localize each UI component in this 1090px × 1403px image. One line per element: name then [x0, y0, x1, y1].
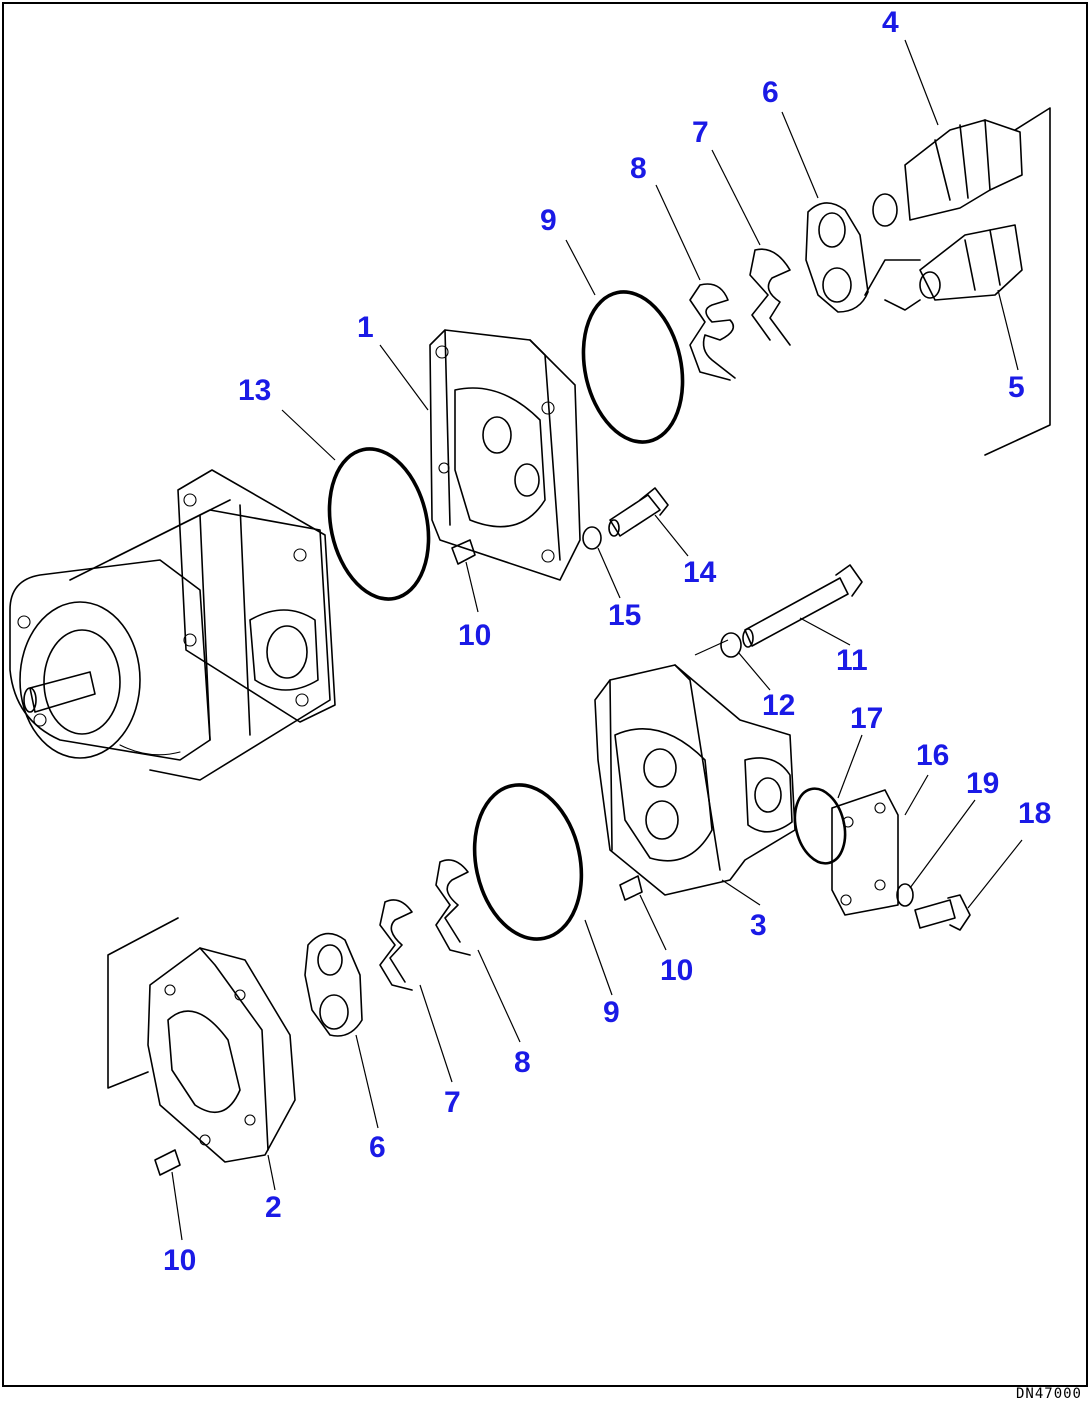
long-bolt-11	[742, 564, 863, 648]
callout-17: 17	[850, 702, 883, 735]
callout-19: 19	[966, 767, 999, 800]
end-cover-16	[831, 789, 899, 916]
pin-10-lower	[154, 1149, 181, 1176]
callout-13: 13	[238, 374, 271, 407]
callout-3: 3	[750, 909, 767, 942]
pin-10-right	[619, 875, 643, 901]
bracket-upper-right	[984, 107, 1051, 456]
callout-8: 8	[630, 152, 647, 185]
bolt-18	[914, 894, 971, 931]
washer-15	[582, 526, 602, 550]
callout-2: 2	[265, 1191, 282, 1224]
callout-10-upper: 10	[458, 619, 491, 652]
o-ring-13	[327, 447, 431, 601]
rear-housing-3	[594, 664, 796, 896]
drive-gear-4	[872, 119, 1023, 227]
backup-ring-8-upper	[689, 283, 736, 381]
bracket-link	[864, 259, 921, 311]
gear-housing-2	[147, 947, 296, 1163]
cover-plate-1	[429, 329, 581, 581]
o-ring-9-upper	[581, 290, 685, 444]
plate-6-lower	[304, 932, 363, 1037]
callout-labels: 4 6 7 8 9 1 13 5 14 15 10 11 12 17 16 19…	[163, 6, 1051, 1277]
seal-7-upper	[749, 248, 791, 346]
callout-7-lower: 7	[444, 1086, 461, 1119]
plate-6-upper	[805, 202, 869, 313]
diagram-code: DN47000	[1016, 1386, 1082, 1402]
callout-12: 12	[762, 689, 795, 722]
callout-10-right: 10	[660, 954, 693, 987]
callout-4: 4	[882, 6, 899, 39]
callout-11: 11	[836, 644, 868, 677]
driven-gear-5	[919, 224, 1023, 301]
leader-lines	[171, 39, 1023, 1241]
bracket-lower-left	[107, 917, 179, 1089]
callout-18: 18	[1018, 797, 1051, 830]
callout-15: 15	[608, 599, 641, 632]
callout-9: 9	[540, 204, 557, 237]
callout-1: 1	[357, 311, 374, 344]
seal-7-lower	[379, 899, 413, 991]
washer-12	[720, 632, 742, 658]
callout-8-lower: 8	[514, 1046, 531, 1079]
callout-14: 14	[683, 556, 717, 589]
o-ring-9-lower	[472, 783, 584, 941]
callout-5: 5	[1008, 371, 1025, 404]
backup-ring-8-lower	[435, 859, 471, 956]
callout-6-lower: 6	[369, 1131, 386, 1164]
callout-10-lower: 10	[163, 1244, 196, 1277]
callout-6: 6	[762, 76, 779, 109]
bolt-14	[608, 487, 669, 537]
callout-16: 16	[916, 739, 949, 772]
callout-9-lower: 9	[603, 996, 620, 1029]
pump-body-assembly	[9, 469, 336, 781]
o-ring-17	[793, 787, 847, 865]
callout-7: 7	[692, 116, 709, 149]
pin-10-upper	[451, 539, 476, 565]
washer-19	[896, 883, 914, 907]
